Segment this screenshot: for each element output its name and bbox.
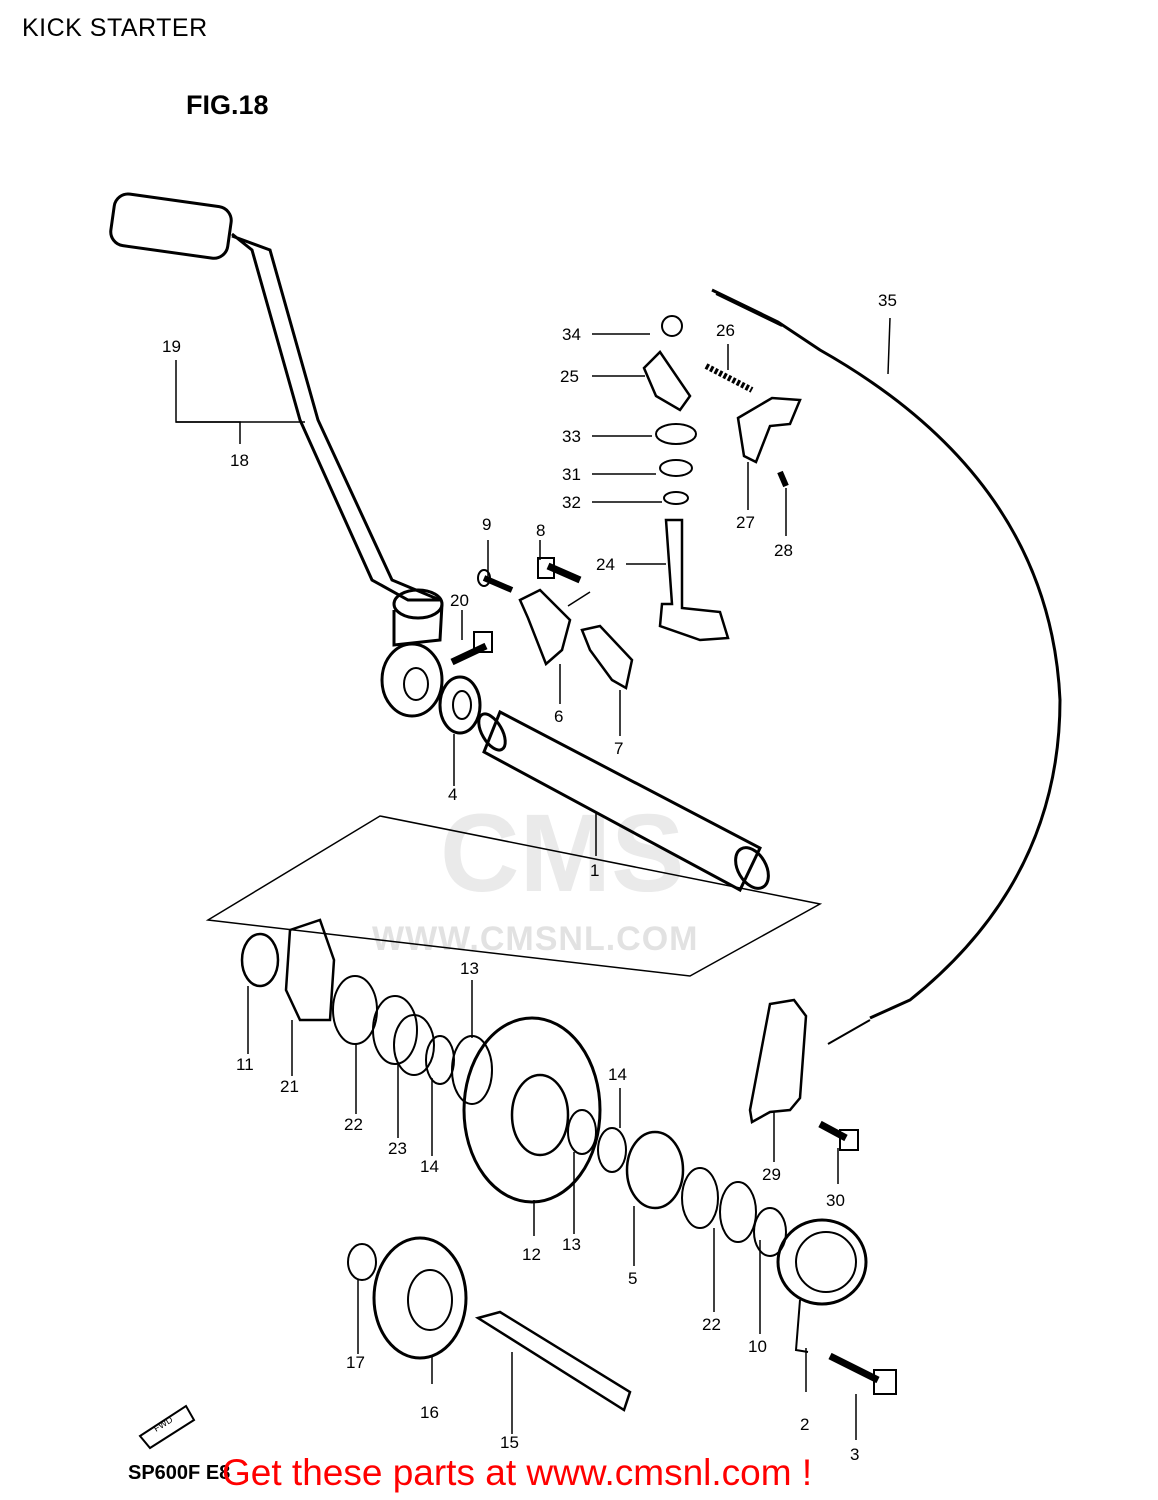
callout-22a: 22 — [344, 1115, 363, 1134]
callout-28: 28 — [774, 541, 793, 560]
callout-25: 25 — [560, 367, 579, 386]
model-code: SP600F E8 — [128, 1462, 231, 1484]
callout-31: 31 — [562, 465, 581, 484]
figure-number: FIG.18 — [186, 90, 269, 120]
callout-2: 2 — [800, 1415, 809, 1434]
watermark-logo: CMS — [440, 792, 685, 915]
callout-1: 1 — [590, 861, 599, 880]
callout-23: 23 — [388, 1139, 407, 1158]
callout-22b: 22 — [702, 1315, 721, 1334]
watermark-url: WWW.CMSNL.COM — [372, 920, 699, 958]
cable-bracket — [748, 998, 859, 1151]
callout-9: 9 — [482, 515, 491, 534]
kick-cable — [711, 288, 1062, 1045]
callout-30: 30 — [826, 1191, 845, 1210]
leader-lines — [175, 317, 891, 1440]
kick-lever — [109, 192, 444, 718]
callout-8: 8 — [536, 521, 545, 540]
callout-20: 20 — [450, 591, 469, 610]
oil-seal — [438, 675, 482, 735]
callout-5: 5 — [628, 1269, 637, 1288]
gear-stack — [240, 918, 897, 1395]
callout-6: 6 — [554, 707, 563, 726]
callout-16: 16 — [420, 1403, 439, 1422]
callout-21: 21 — [280, 1077, 299, 1096]
callout-19: 19 — [162, 337, 181, 356]
callout-18: 18 — [230, 451, 249, 470]
callout-14a: 14 — [420, 1157, 439, 1176]
assembly-outline — [205, 815, 823, 977]
callout-24: 24 — [596, 555, 615, 574]
callout-7: 7 — [614, 739, 623, 758]
release-shaft-assembly — [642, 315, 802, 642]
callout-labels: 1 2 3 4 5 6 7 8 9 10 11 12 13 13 14 14 1… — [162, 291, 897, 1464]
callout-12: 12 — [522, 1245, 541, 1264]
bolts-and-plates — [450, 557, 634, 690]
callout-33: 33 — [562, 427, 581, 446]
callout-15: 15 — [500, 1433, 519, 1452]
callout-26: 26 — [716, 321, 735, 340]
page-title: KICK STARTER — [22, 14, 208, 42]
callout-13b: 13 — [562, 1235, 581, 1254]
kick-starter-shaft — [477, 709, 770, 893]
forward-arrow: FWD — [138, 1404, 196, 1450]
promo-link[interactable]: Get these parts at www.cmsnl.com ! — [222, 1452, 813, 1493]
callout-10: 10 — [748, 1337, 767, 1356]
idle-gear — [347, 1236, 632, 1412]
callout-29: 29 — [762, 1165, 781, 1184]
callout-35: 35 — [878, 291, 897, 310]
callout-13a: 13 — [460, 959, 479, 978]
callout-32: 32 — [562, 493, 581, 512]
callout-11: 11 — [236, 1055, 254, 1074]
callout-3: 3 — [850, 1445, 859, 1464]
callout-34: 34 — [562, 325, 581, 344]
callout-17: 17 — [346, 1353, 365, 1372]
callout-14b: 14 — [608, 1065, 627, 1084]
callout-4: 4 — [448, 785, 457, 804]
callout-27: 27 — [736, 513, 755, 532]
